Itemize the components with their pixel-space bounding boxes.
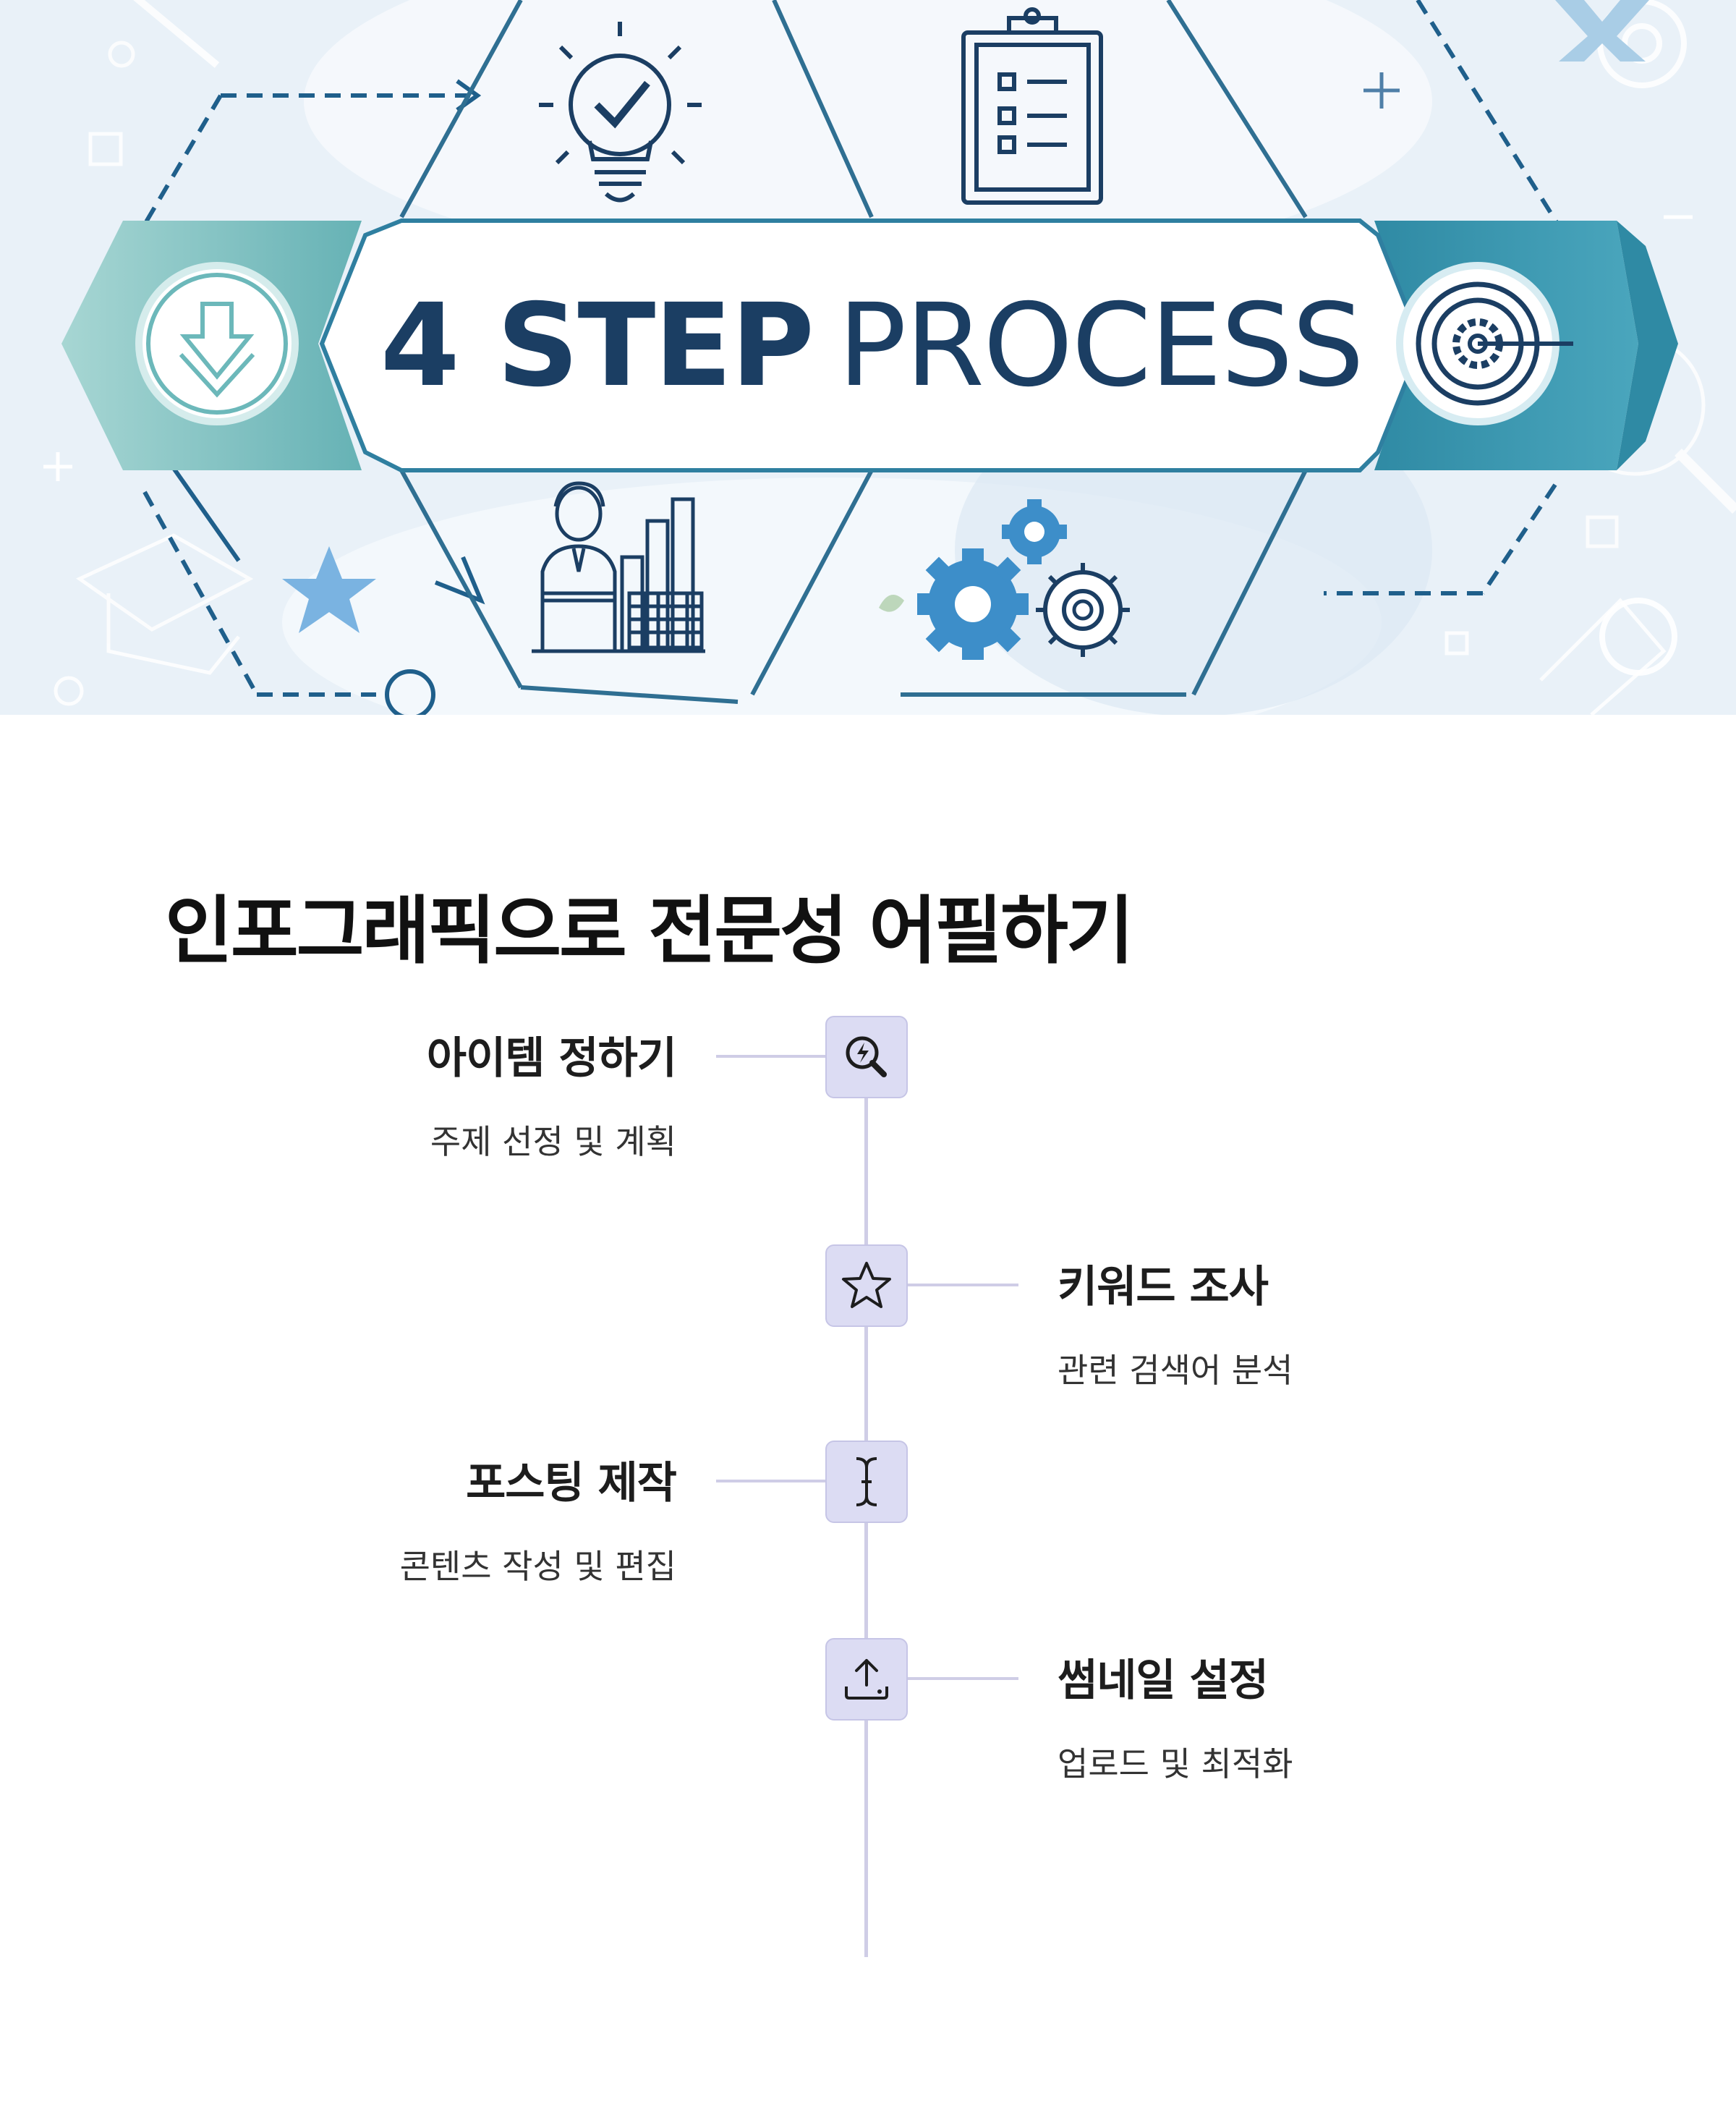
star-icon [842,1262,891,1308]
step-icon-container [825,1244,908,1327]
step-icon-container [825,1638,908,1721]
download-arrow-icon [135,262,299,425]
text-cursor-icon [856,1457,877,1506]
hero-title-bold: 4 STEP [380,279,814,412]
step-description: 관련 검색어 분석 [1058,1351,1293,1390]
hero-illustration [43,0,1736,715]
step-title: 포스팅 제작 [466,1458,677,1509]
gears-icon [879,499,1130,660]
step-description: 콘텐츠 작성 및 편집 [399,1547,676,1586]
step-connector [716,1055,826,1058]
search-bolt-icon [846,1036,887,1077]
step-connector [907,1284,1018,1286]
step-title: 키워드 조사 [1058,1262,1269,1312]
step-connector [716,1480,826,1482]
step-icon-container [825,1441,908,1523]
step-icon-container [825,1016,908,1098]
hero-title: 4 STEP PROCESS [380,273,1364,418]
businessperson-chart-icon [532,481,705,653]
step-description: 주제 선정 및 계획 [430,1122,676,1161]
upload-tray-icon [845,1659,888,1700]
hero-banner: 4 STEP PROCESS [0,0,1736,715]
hero-title-regular: PROCESS [838,279,1364,412]
step-description: 업로드 및 최적화 [1058,1744,1293,1783]
lightbulb-check-icon [539,22,702,203]
step-title: 아이템 정하기 [426,1033,677,1084]
section-title: 인포그래픽으로 전문성 어필하기 [165,888,1134,975]
target-gear-icon [1396,262,1573,425]
step-title: 썸네일 설정 [1058,1655,1269,1706]
step-connector [907,1677,1018,1680]
clipboard-checklist-icon [961,7,1103,205]
